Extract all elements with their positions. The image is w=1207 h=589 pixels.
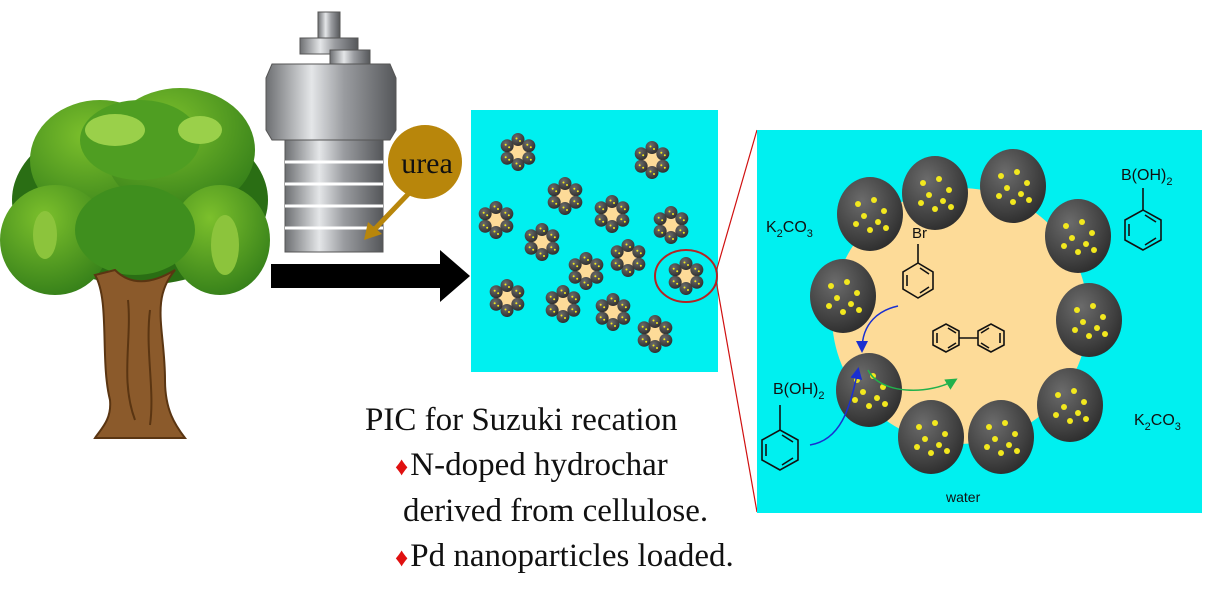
tree-illustration [0, 88, 270, 439]
tree-canopy [0, 88, 270, 295]
process-arrow [271, 250, 470, 302]
arrow-to-product [867, 369, 958, 391]
pd-particle [1045, 199, 1111, 273]
pd-particle [898, 400, 964, 474]
diamond-bullet-icon: ♦ [395, 452, 409, 481]
pd-particle [810, 259, 876, 333]
caption-point-1: ♦N-doped hydrochar [395, 447, 668, 483]
hydrochar-cluster [595, 293, 631, 331]
zoom-circle [654, 249, 718, 303]
caption-title: PIC for Suzuki recation [365, 402, 678, 438]
zoomed-reaction-panel: Br B(OH)2 B(OH)2 K2CO3 K2CO3 water [757, 130, 1202, 513]
biphenyl-product [932, 323, 1005, 353]
boronic-acid-left-label: B(OH)2 [773, 381, 824, 402]
hydrochar-cluster [668, 257, 704, 295]
autoclave-reactor [265, 11, 397, 253]
arrow-boronic-to-pd [809, 367, 863, 446]
urea-label: urea [401, 147, 453, 180]
zoom-line-bottom [715, 279, 758, 513]
hydrochar-cluster [637, 315, 673, 353]
pd-particle [980, 149, 1046, 223]
phenylboronic-acid-left [761, 405, 799, 471]
pd-particle [902, 156, 968, 230]
hydrochar-cluster [653, 206, 689, 244]
pd-particle [836, 353, 902, 427]
diamond-bullet-icon: ♦ [395, 543, 409, 572]
hydrochar-cluster [547, 177, 583, 215]
caption-block: PIC for Suzuki recation ♦N-doped hydroch… [365, 398, 825, 580]
phenylboronic-acid-top [1124, 188, 1162, 251]
pd-loaded-particles [810, 149, 1122, 474]
bromo-label: Br [912, 225, 927, 242]
pd-particle [1037, 368, 1103, 442]
hydrochar-particle-panel [471, 110, 718, 372]
caption-point-1-cont: derived from cellulose. [403, 493, 709, 529]
arrow-bromide-to-pd [856, 305, 899, 353]
bromobenzene [902, 244, 934, 299]
hydrochar-cluster [545, 285, 581, 323]
hydrochar-cluster [634, 141, 670, 179]
k2co3-label-left: K2CO3 [766, 219, 813, 240]
urea-disk [388, 125, 462, 199]
boronic-acid-top-label: B(OH)2 [1121, 167, 1172, 188]
k2co3-label-right: K2CO3 [1134, 412, 1181, 433]
tree-trunk [93, 268, 188, 439]
hydrochar-clusters [478, 133, 704, 353]
pd-particle [837, 177, 903, 251]
hydrochar-cluster [478, 201, 514, 239]
pd-particle [968, 400, 1034, 474]
water-label: water [945, 489, 981, 505]
hydrochar-cluster [489, 279, 525, 317]
caption-point-2: ♦Pd nanoparticles loaded. [395, 538, 734, 574]
hydrochar-cluster [610, 239, 646, 277]
hydrochar-cluster [568, 252, 604, 290]
urea-callout: urea [364, 125, 462, 240]
hydrochar-cluster [524, 223, 560, 261]
pd-particle [1056, 283, 1122, 357]
hydrochar-cluster [500, 133, 536, 171]
zoom-line-top [715, 129, 758, 273]
hydrochar-cluster [594, 195, 630, 233]
